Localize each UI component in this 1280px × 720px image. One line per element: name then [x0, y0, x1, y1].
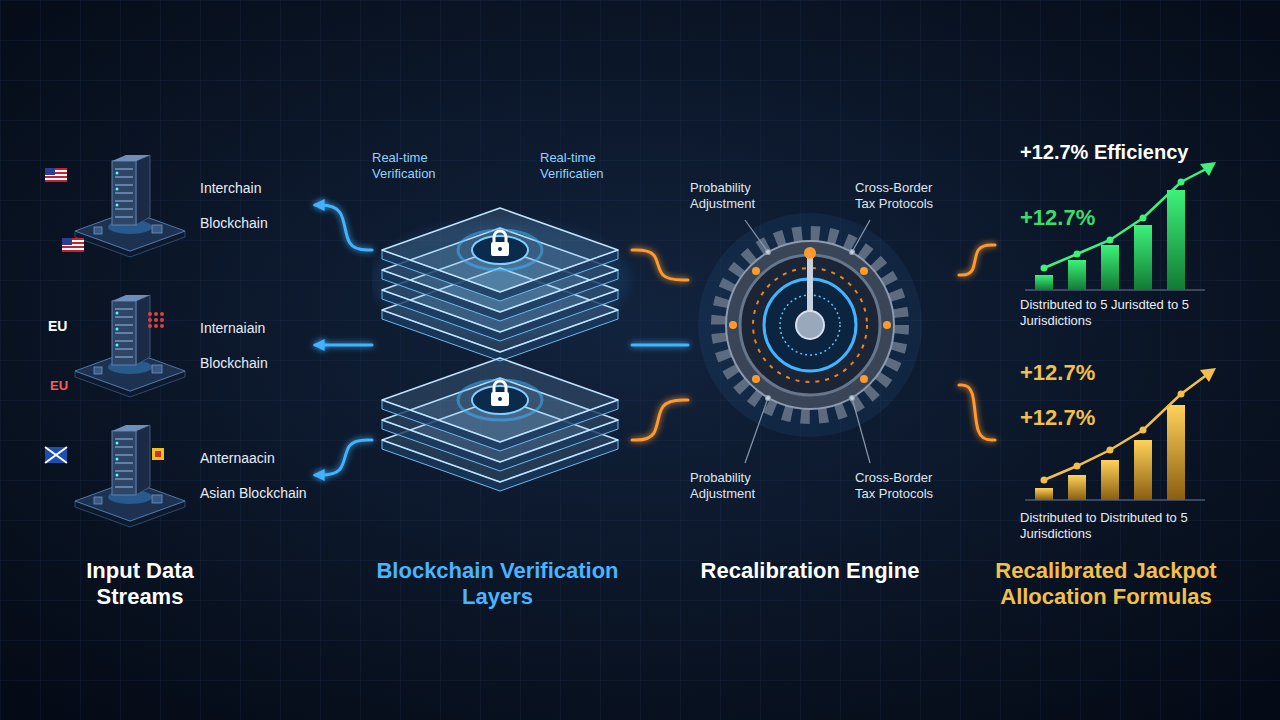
input-stream-node: AnternaacinAsian Blockchain: [40, 425, 315, 525]
eu-server-illustration: [75, 295, 185, 397]
allocation-chart: +12.7% +12.7% Distributed to Distributed t…: [995, 350, 1265, 545]
gear-illustration: [698, 213, 922, 437]
stream-label: Interchain: [200, 180, 261, 197]
data-connector: [315, 440, 372, 475]
recalibration-engine: Probability AdjustmentCross-Border Tax P…: [688, 175, 959, 510]
callout-text: Cross-Border Tax Protocols: [855, 470, 955, 501]
us-server-illustration: [45, 155, 185, 257]
data-connector: [632, 344, 688, 347]
data-connector: [959, 385, 995, 440]
verification-label: Real-time Verificatien: [540, 150, 628, 181]
callout-text: Probability Adjustment: [690, 470, 785, 501]
efficiency-chart: +12.7% Efficiency +12.7% Distributed to 5 …: [995, 135, 1265, 335]
stream-label: Internaiain: [200, 320, 265, 337]
verification-label: Real-time Verification: [372, 150, 464, 181]
data-connector: [632, 400, 688, 440]
verification-stack: Real-time Verification Real-time Verifica…: [372, 150, 632, 495]
flag-label: EU: [50, 378, 68, 394]
data-connector: [315, 344, 372, 347]
flag-label: EU: [48, 318, 67, 335]
column-title: Input Data Streams: [50, 558, 230, 611]
stream-label: Anternaacin: [200, 450, 275, 467]
column-title: Recalibration Engine: [700, 558, 920, 584]
chart-value: +12.7%: [1020, 205, 1095, 231]
chart-value: +12.7%: [1020, 405, 1095, 431]
chart-caption: Distributed to 5 Jurisdted to 5 Jurisdic…: [1020, 297, 1210, 328]
callout-text: Cross-Border Tax Protocols: [855, 180, 955, 211]
data-connector: [315, 205, 372, 250]
data-connector: [959, 245, 995, 275]
input-stream-node: InternaiainBlockchain: [40, 295, 315, 395]
stream-label: Blockchain: [200, 215, 268, 232]
chart-value: +12.7%: [1020, 360, 1095, 386]
data-connector: [632, 250, 688, 280]
chart-caption: Distributed to Distributed to 5 Jurisdic…: [1020, 510, 1250, 541]
stream-label: Asian Blockchain: [200, 485, 307, 502]
input-stream-node: InterchainBlockchain: [40, 155, 315, 255]
callout-leader-lines: [745, 220, 870, 463]
column-title: Blockchain Verification Layers: [365, 558, 630, 611]
chart-value: +12.7% Efficiency: [1020, 140, 1188, 164]
callout-text: Probability Adjustment: [690, 180, 785, 211]
stream-label: Blockchain: [200, 355, 268, 372]
column-title: Recalibrated Jackpot Allocation Formulas: [975, 558, 1237, 611]
gold-bar-chart: [1025, 368, 1216, 500]
verification-stack-illustration: [370, 208, 630, 491]
asia-server-illustration: [45, 425, 185, 527]
